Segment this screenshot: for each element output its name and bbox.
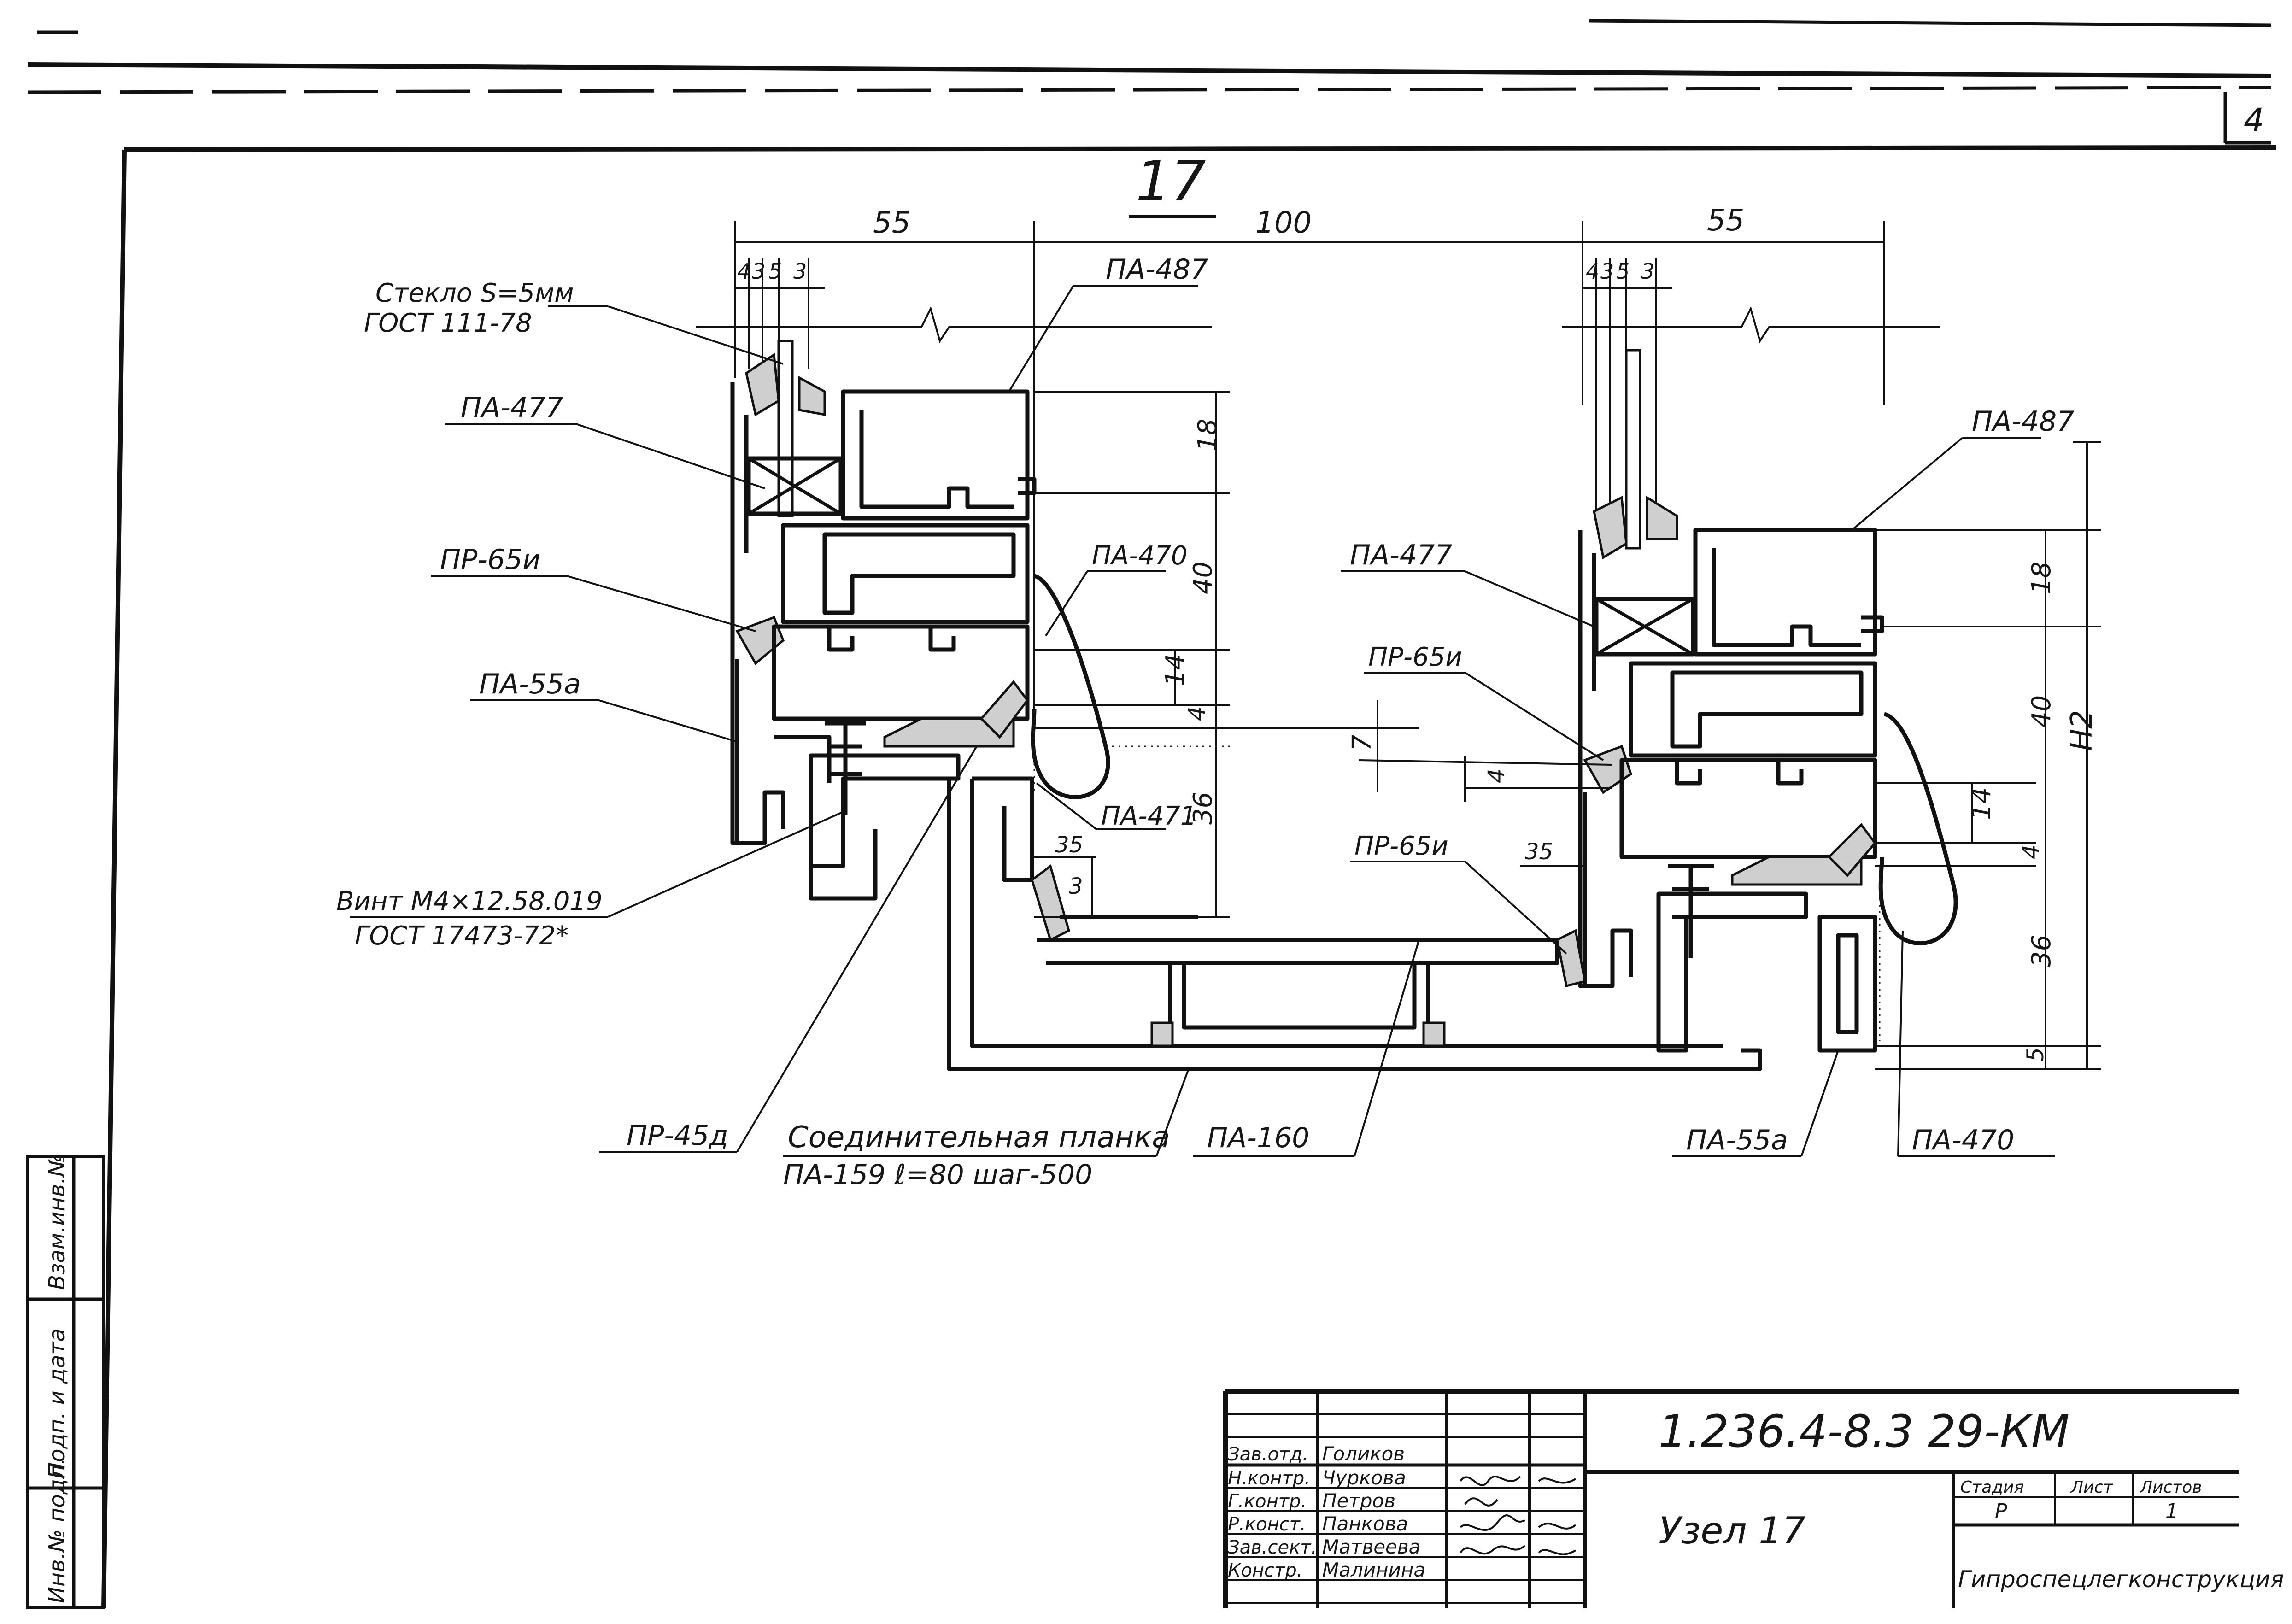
hidden-lines <box>1033 705 1881 1041</box>
dim-left-36: 36 <box>1188 792 1218 825</box>
dim-gap-width: 100 <box>1255 206 1312 240</box>
staff-name-4: Панкова <box>1322 1513 1408 1535</box>
staff-role-5: Зав.сект. <box>1228 1537 1317 1558</box>
dim-right-layer-1: 4 <box>1586 259 1599 284</box>
side-stamp-sign-date: Подп. и дата <box>44 1328 70 1479</box>
title-sheets-header: Листов <box>2139 1478 2202 1497</box>
staff-role-2: Н.контр. <box>1228 1468 1310 1489</box>
label-pa487-right: ПА-487 <box>1972 405 2074 438</box>
right-frame-section <box>1556 349 1958 1053</box>
dim-right-layer-3: 5 <box>1616 259 1630 284</box>
staff-name-3: Петров <box>1322 1489 1395 1512</box>
staff-role-1: Зав.отд. <box>1228 1444 1308 1465</box>
dim-left-40: 40 <box>1188 562 1218 594</box>
top-dimensions: 55 100 55 4 3 5 3 4 3 5 3 <box>696 204 1940 709</box>
dim-right-width: 55 <box>1707 204 1744 238</box>
dim-left-layer-2: 3 <box>752 259 765 284</box>
node-marker: 17 <box>1129 150 1216 218</box>
staff-role-6: Констр. <box>1228 1560 1302 1581</box>
dim-left-35: 35 <box>1055 832 1083 858</box>
label-pr65-right-bottom: ПР-65и <box>1354 831 1448 861</box>
side-stamp: Взам.инв.№ Подп. и дата Инв.№ подл. <box>26 1154 105 1609</box>
staff-name-5: Матвеева <box>1322 1536 1420 1558</box>
staff-role-3: Г.контр. <box>1228 1491 1307 1512</box>
dim-left-layer-3: 5 <box>768 259 782 284</box>
label-pa160: ПА-160 <box>1207 1122 1309 1154</box>
dim-left-layer-1: 4 <box>737 259 750 284</box>
staff-name-6: Малинина <box>1322 1559 1425 1581</box>
signature-marks <box>1460 1476 1577 1555</box>
dim-left-3: 3 <box>1069 874 1083 899</box>
label-pa487-left: ПА-487 <box>1106 253 1208 286</box>
staff-name-2: Чуркова <box>1322 1466 1406 1489</box>
sheet-number: 4 <box>2244 101 2264 139</box>
title-stage-header: Стадия <box>1960 1478 2024 1497</box>
label-glass-1: Стекло S=5мм <box>375 278 574 308</box>
dim-right-18: 18 <box>2027 562 2057 594</box>
title-org: Гипроспецлегконструкция <box>1958 1566 2284 1593</box>
dim-left-layer-4: 3 <box>793 259 807 284</box>
label-screw-1: Винт М4×12.58.019 <box>336 886 603 916</box>
dim-right-14: 14 <box>1967 787 1997 820</box>
dim-right-4: 4 <box>2017 844 2044 859</box>
top-border: 4 <box>27 19 2272 145</box>
label-pa470-left: ПА-470 <box>1092 541 1188 571</box>
dim-right-35: 35 <box>1525 839 1553 865</box>
dim-right-5: 5 <box>2022 1047 2049 1062</box>
label-pa471: ПА-471 <box>1101 801 1197 831</box>
label-plank-1: Соединительная планка <box>788 1120 1170 1155</box>
label-pa477-left: ПА-477 <box>461 392 563 424</box>
title-sheet-header: Лист <box>2070 1478 2113 1497</box>
left-glass <box>777 340 794 517</box>
label-glass-2: ГОСТ 111-78 <box>364 308 532 338</box>
dim-mid-4: 4 <box>1483 768 1510 783</box>
title-block: 1.236.4-8.3 29-КМ Узел 17 Гипроспецлегко… <box>1223 1389 2284 1608</box>
staff-name-1: Голиков <box>1322 1442 1405 1465</box>
label-pa55-right: ПА-55а <box>1686 1124 1788 1156</box>
side-stamp-inv: Инв.№ подл. <box>44 1458 70 1603</box>
label-pr45: ПР-45д <box>627 1120 728 1152</box>
bottom-channel-pa160 <box>947 776 1762 1071</box>
dim-left-4: 4 <box>1184 706 1210 721</box>
label-pa55-left: ПА-55а <box>479 668 581 700</box>
label-pa470-right: ПА-470 <box>1912 1124 2014 1156</box>
leader-lines <box>350 285 2055 1157</box>
dim-right-layer-4: 3 <box>1641 259 1654 284</box>
dim-right-h2: H2 <box>2065 710 2099 751</box>
callout-labels: Стекло S=5мм ГОСТ 111-78 ПА-477 ПР-65и П… <box>336 253 2074 1191</box>
side-stamp-replace: Взам.инв.№ <box>44 1154 70 1290</box>
title-name: Узел 17 <box>1659 1509 1805 1552</box>
staff-role-4: Р.конст. <box>1228 1514 1306 1535</box>
label-pa477-right: ПА-477 <box>1350 539 1452 571</box>
label-screw-2: ГОСТ 17473-72* <box>355 921 569 951</box>
title-sheets: 1 <box>2165 1500 2178 1523</box>
dim-right-36: 36 <box>2027 935 2057 967</box>
node-number: 17 <box>1136 150 1206 214</box>
label-plank-2: ПА-159 ℓ=80 шаг-500 <box>783 1159 1092 1191</box>
dim-left-width: 55 <box>873 206 910 240</box>
label-pr65-left: ПР-65и <box>440 544 540 576</box>
label-pr65-right-top: ПР-65и <box>1368 642 1462 672</box>
dim-right-layer-2: 3 <box>1600 259 1614 284</box>
title-code: 1.236.4-8.3 29-КМ <box>1659 1406 2069 1457</box>
title-stage: Р <box>1995 1500 2007 1523</box>
dim-right-40: 40 <box>2027 695 2057 728</box>
dim-left-18: 18 <box>1193 419 1223 451</box>
dim-mid-7: 7 <box>1347 734 1377 751</box>
right-glass <box>1625 349 1641 550</box>
drawing-frame <box>101 145 2276 1608</box>
left-frame-section <box>730 340 1110 901</box>
vertical-dimensions: 18 40 14 4 36 35 3 7 4 18 40 14 4 36 <box>1032 391 2101 1070</box>
